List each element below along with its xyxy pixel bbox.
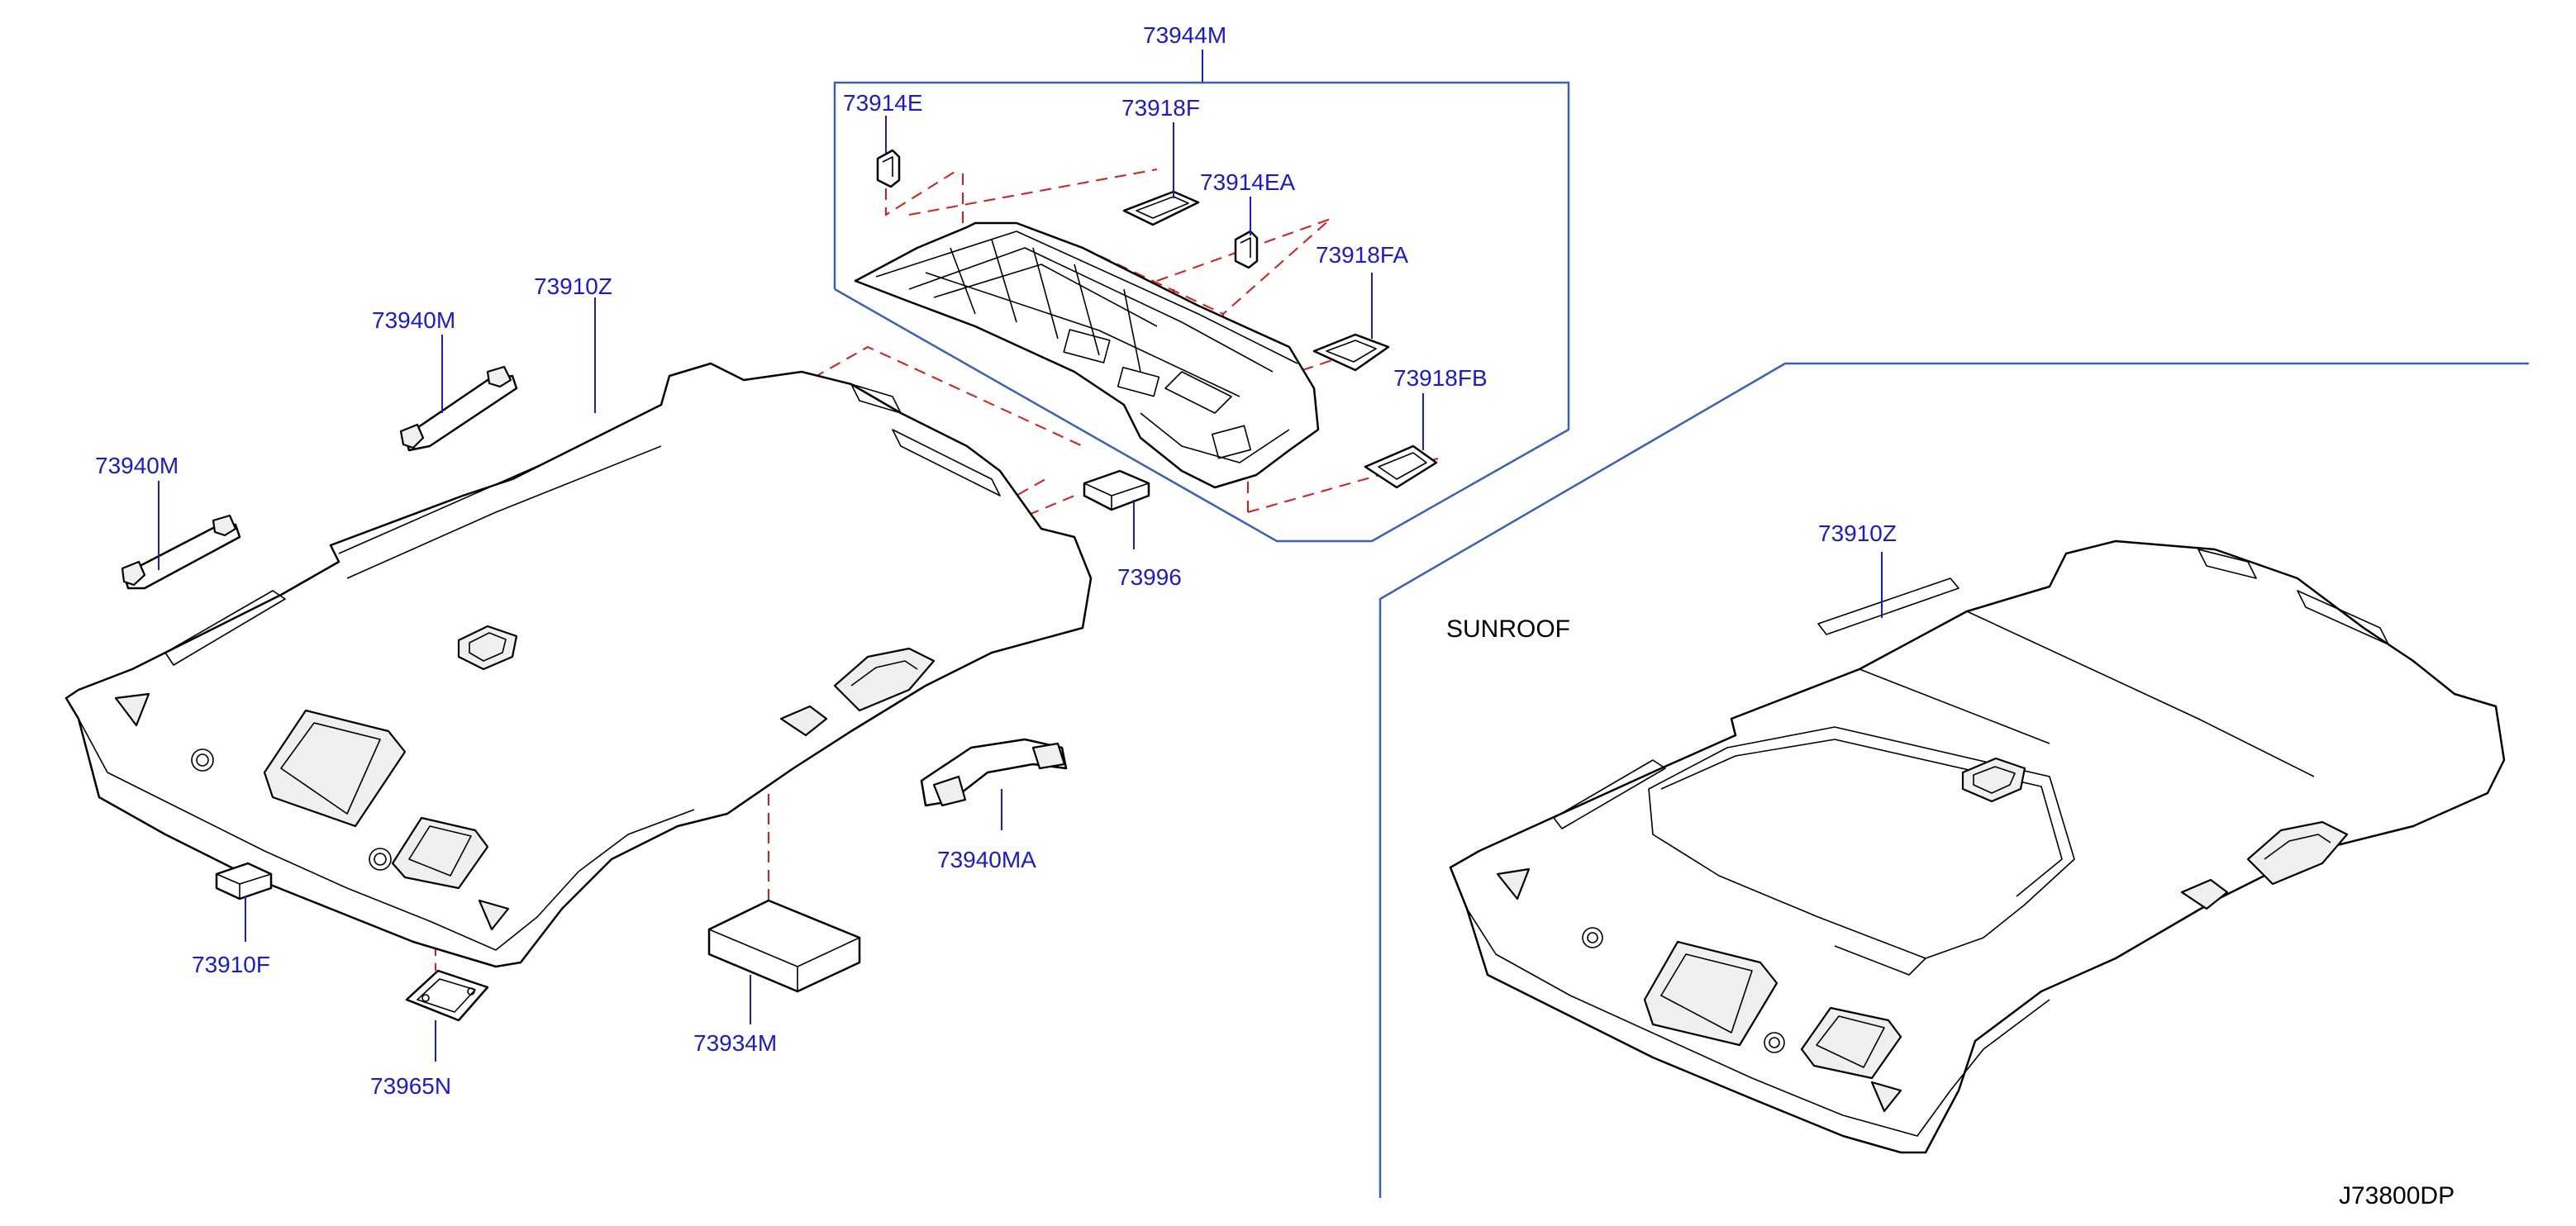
label-73918FA: 73918FA bbox=[1316, 242, 1408, 268]
label-73910F: 73910F bbox=[192, 952, 270, 977]
pad-73910F bbox=[215, 862, 273, 900]
sunroof-frame bbox=[1378, 362, 2529, 1198]
label-73914EA: 73914EA bbox=[1200, 169, 1296, 195]
headliner-73910Z-sunroof bbox=[1449, 539, 2506, 1154]
label-73910Z-sunroof: 73910Z bbox=[1818, 520, 1897, 546]
variant-label-sunroof: SUNROOF bbox=[1446, 615, 1570, 643]
lens-73918FB bbox=[1364, 444, 1438, 489]
clip-73914EA bbox=[1234, 230, 1259, 269]
assist-grip-73940MA bbox=[920, 738, 1068, 807]
label-73965N: 73965N bbox=[370, 1073, 451, 1099]
assist-grip-73940M-upper bbox=[399, 365, 518, 452]
block-73934M bbox=[707, 899, 861, 993]
label-73914E: 73914E bbox=[843, 90, 923, 116]
pad-73996 bbox=[1083, 469, 1150, 511]
label-73934M: 73934M bbox=[693, 1030, 777, 1056]
label-73944M: 73944M bbox=[1143, 22, 1226, 48]
leader-lines bbox=[158, 116, 1883, 1062]
assembly-frame-73944M bbox=[833, 50, 1570, 543]
drawing-code: J73800DP bbox=[2339, 1182, 2455, 1209]
rear-trim-panel-73944M bbox=[854, 221, 1320, 489]
label-73918FB: 73918FB bbox=[1393, 365, 1488, 391]
label-73940MA: 73940MA bbox=[937, 847, 1036, 872]
lens-73918FA bbox=[1312, 333, 1390, 372]
lens-73918F bbox=[1122, 190, 1200, 226]
label-73918F: 73918F bbox=[1121, 95, 1200, 121]
label-73940M-lower: 73940M bbox=[95, 453, 179, 478]
label-73910Z-main: 73910Z bbox=[534, 273, 612, 299]
assist-grip-73940M-lower bbox=[121, 514, 241, 590]
headliner-73910Z bbox=[64, 362, 1093, 968]
label-73940M-upper: 73940M bbox=[372, 307, 455, 333]
bracket-73965N bbox=[405, 969, 489, 1022]
label-73996: 73996 bbox=[1117, 564, 1182, 590]
clip-73914E bbox=[876, 149, 901, 188]
